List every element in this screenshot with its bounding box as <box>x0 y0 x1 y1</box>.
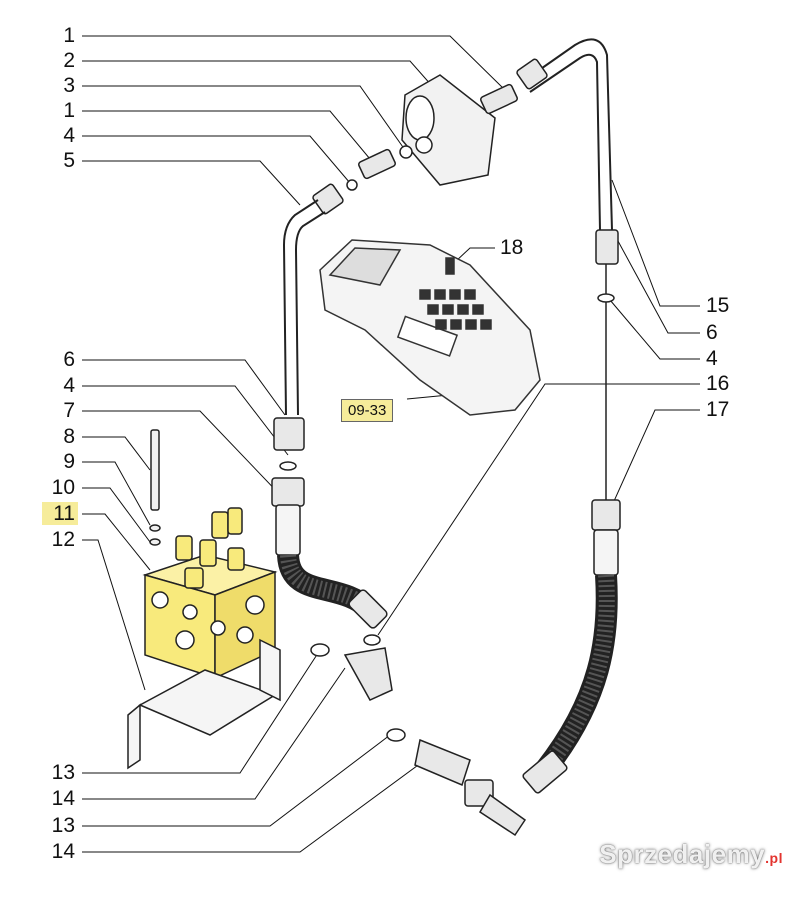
rigid-pipe-right <box>524 38 613 231</box>
callout-right-5: 16 <box>706 372 730 395</box>
callout-left-13-highlighted: 11 <box>42 502 78 525</box>
callout-left-12: 10 <box>51 476 75 499</box>
callout-left-3: 3 <box>63 74 75 97</box>
rigid-pipe-left <box>282 199 326 416</box>
callout-left-6: 5 <box>63 149 75 172</box>
filter-housing <box>401 74 496 186</box>
callout-left-7: 6 <box>63 348 75 371</box>
callout-bottom-1: 13 <box>51 761 75 784</box>
elbow-fittings <box>310 589 568 837</box>
callout-bottom-3: 13 <box>51 814 75 837</box>
callout-left-14: 12 <box>51 528 75 551</box>
callout-left-5: 4 <box>63 124 75 147</box>
right-fittings <box>591 229 621 576</box>
callout-right-2: 15 <box>706 294 730 317</box>
right-hose <box>536 574 618 777</box>
valve-block <box>142 507 278 680</box>
callout-right-6: 17 <box>706 398 730 421</box>
callout-left-2: 2 <box>63 49 75 72</box>
callout-left-10: 8 <box>63 425 75 448</box>
callout-left-11: 9 <box>63 450 75 473</box>
callout-right-3: 6 <box>706 321 718 344</box>
callout-left-4: 1 <box>63 99 75 122</box>
control-console <box>319 239 541 416</box>
callout-left-1: 1 <box>63 24 75 47</box>
callout-right-4: 4 <box>706 347 718 370</box>
callout-left-9: 7 <box>63 399 75 422</box>
left-fittings <box>271 417 305 556</box>
callout-right-1: 18 <box>500 236 524 259</box>
watermark: Sprzedajemy.pl <box>599 839 783 870</box>
fittings-top <box>312 58 548 215</box>
mounting-bracket <box>127 638 281 770</box>
reference-box: 09-33 <box>341 399 394 422</box>
watermark-text: Sprzedajemy <box>599 839 766 869</box>
callout-bottom-2: 14 <box>51 787 75 810</box>
callout-bottom-4: 14 <box>51 840 75 863</box>
callout-left-8: 4 <box>63 374 75 397</box>
bolt <box>149 429 161 546</box>
watermark-badge: .pl <box>765 850 783 866</box>
